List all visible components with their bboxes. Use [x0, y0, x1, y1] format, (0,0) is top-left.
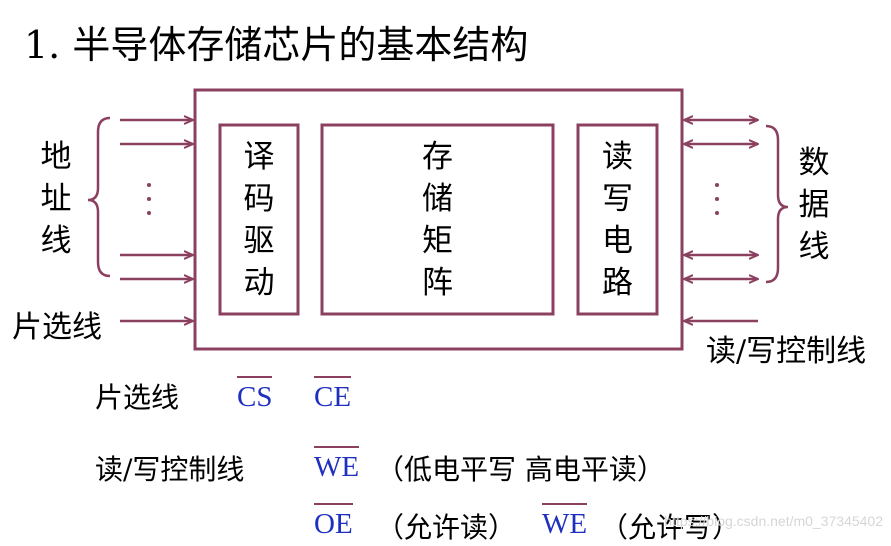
- chip-outline: [193, 88, 684, 351]
- page-title: 1. 半导体存储芯片的基本结构: [24, 23, 529, 67]
- rw-control-label: 读/写控制线: [706, 334, 867, 369]
- oe-note: （允许读）: [376, 511, 517, 544]
- address-lines-label: 地 址 线: [40, 139, 72, 259]
- left-brace: [87, 116, 111, 278]
- decoder-block: [218, 123, 300, 316]
- ellipsis-dots: [147, 183, 719, 215]
- legend-rw-label: 读/写控制线: [95, 453, 245, 486]
- rw-circuit-block: [576, 123, 659, 316]
- data-line-arrows: [684, 120, 758, 279]
- oe-text: OE: [314, 503, 353, 541]
- oe-signal: OE: [314, 503, 353, 541]
- cs-signal: CS: [237, 376, 273, 414]
- matrix-label: 存 储 矩 阵: [422, 139, 453, 301]
- data-lines-label: 数 据 线: [798, 145, 830, 265]
- we-note: （低电平写 高电平读）: [376, 453, 665, 486]
- watermark: https://blog.csdn.net/m0_37345402: [664, 513, 883, 529]
- address-line-arrows: [120, 120, 193, 279]
- chip-select-label: 片选线: [12, 310, 102, 345]
- decoder-label: 译 码 驱 动: [243, 139, 275, 301]
- right-brace: [765, 124, 789, 284]
- we2-signal: WE: [542, 503, 588, 541]
- matrix-block: [320, 123, 555, 316]
- we2-text: WE: [542, 503, 588, 541]
- legend-cs-label: 片选线: [95, 381, 180, 414]
- ce-signal: CE: [314, 376, 352, 414]
- rw-circuit-label: 读 写 电 路: [602, 139, 633, 301]
- cs-text: CS: [237, 376, 273, 414]
- we-text: WE: [314, 446, 360, 484]
- ce-text: CE: [314, 376, 352, 414]
- we-signal: WE: [314, 446, 360, 484]
